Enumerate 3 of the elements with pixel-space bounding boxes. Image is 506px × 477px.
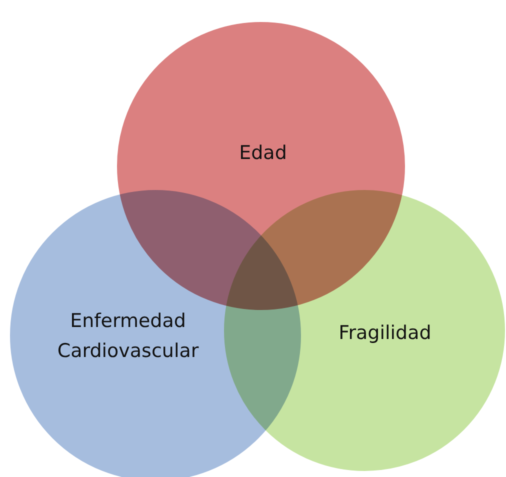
circle-label: Enfermedad Cardiovascular <box>56 309 200 364</box>
circle-label: Edad <box>238 141 288 166</box>
circle-label: Fragilidad <box>338 321 432 346</box>
